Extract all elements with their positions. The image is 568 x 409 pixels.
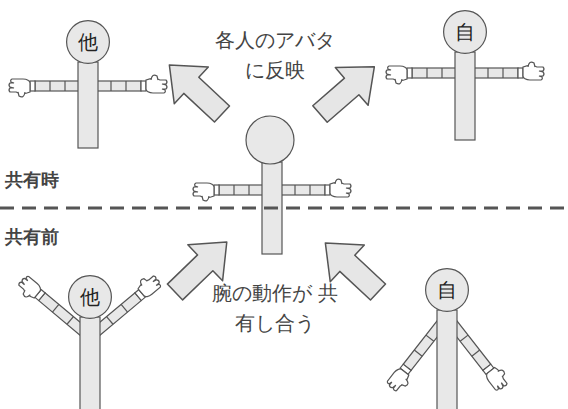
annotation-text: 共有前 (5, 222, 85, 252)
stick-figure (9, 62, 167, 148)
annotation-text: 共有時 (5, 165, 85, 195)
annotation-text: 腕の動作が 共有し合う (210, 278, 340, 338)
stick-figure (15, 272, 163, 409)
head-label: 自 (425, 268, 469, 312)
avatar-head: 自 (425, 268, 469, 312)
annotation-text: 各人のアバタ に反映 (210, 25, 340, 85)
head-label: 他 (66, 20, 110, 64)
stick-figure (193, 116, 351, 254)
head-label: 自 (443, 10, 487, 54)
stick-figure (386, 52, 544, 140)
avatar-head: 他 (68, 275, 112, 319)
divider-line (0, 207, 568, 210)
block-arrow (304, 48, 391, 133)
avatar-head: 他 (66, 20, 110, 64)
stick-figure (386, 310, 512, 409)
avatar-head: 自 (443, 10, 487, 54)
head-label: 他 (68, 275, 112, 319)
